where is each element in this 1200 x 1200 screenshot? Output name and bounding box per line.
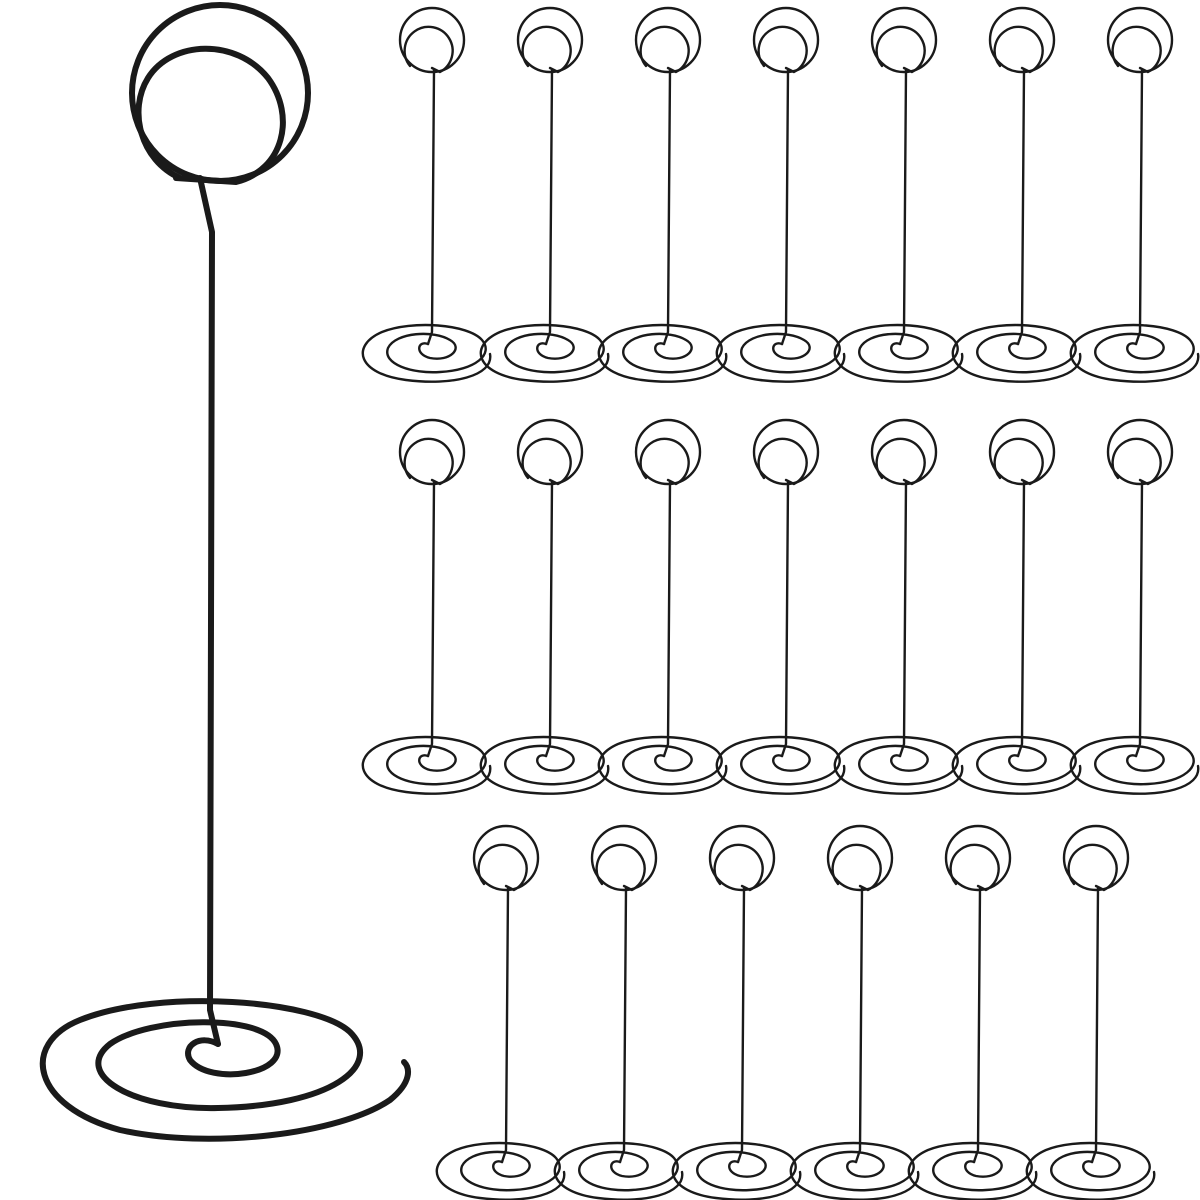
small-holder-row-3 [435,824,1156,1200]
small-place-card-holder [1069,418,1200,795]
small-place-card-holder [789,824,920,1200]
small-place-card-holder [1025,824,1156,1200]
large-place-card-holder [39,2,411,1142]
small-place-card-holder [715,6,846,383]
small-place-card-holder [951,6,1082,383]
small-place-card-holder [671,824,802,1200]
small-place-card-holder [553,824,684,1200]
small-place-card-holder [435,824,566,1200]
small-holder-row-2 [361,418,1200,795]
small-place-card-holder [951,418,1082,795]
small-place-card-holder [907,824,1038,1200]
small-place-card-holder [715,418,846,795]
small-place-card-holder [479,6,610,383]
small-place-card-holder [1069,6,1200,383]
small-place-card-holder [361,418,492,795]
small-place-card-holder [361,6,492,383]
small-place-card-holder [597,418,728,795]
small-place-card-holder [479,418,610,795]
small-place-card-holder [597,6,728,383]
small-place-card-holder [833,6,964,383]
small-place-card-holder [833,418,964,795]
small-holder-row-1 [361,6,1200,383]
